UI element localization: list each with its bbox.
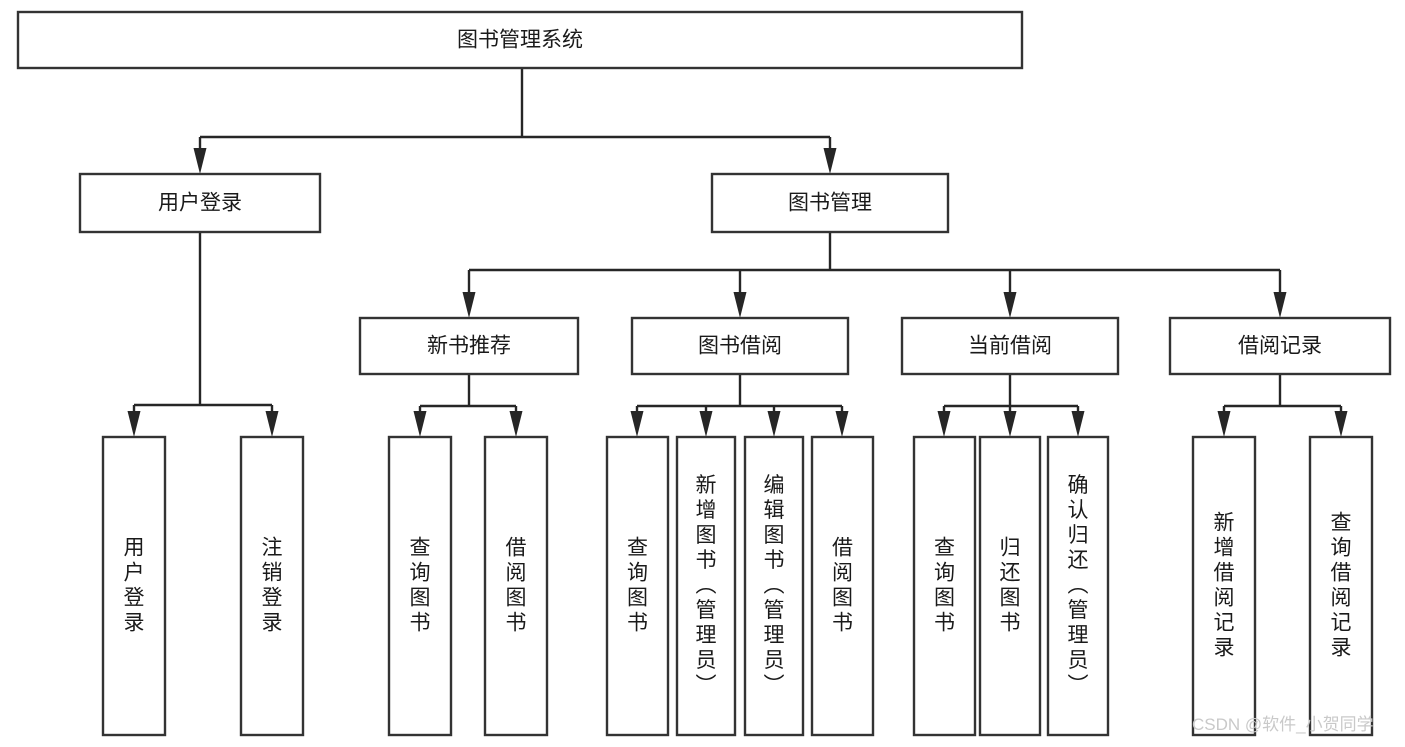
node-label: 当前借阅 [968,335,1052,358]
node-new-book-recommend[interactable]: 新书推荐 [358,316,580,376]
connector-current-borrow-to-leaves [937,374,1085,437]
connector-new-book-recommend-to-leaves [413,374,523,437]
node-leaf-borrow-book[interactable]: 借阅图书 [810,435,875,737]
node-leaf-edit-book-admin[interactable]: 编辑图书︵管理员︶ [743,435,805,737]
connector-borrow-records-to-leaves [1217,374,1348,437]
node-borrow-records[interactable]: 借阅记录 [1168,316,1392,376]
node-leaf-borrow-book-recommend[interactable]: 借阅图书 [483,435,549,737]
node-leaf-query-book-recommend[interactable]: 查询图书 [387,435,453,737]
csdn-watermark: CSDN @软件_小贺同学 [1192,715,1374,734]
node-book-management[interactable]: 图书管理 [710,172,950,234]
node-label: 新增图书︵管理员︶ [696,474,717,697]
node-label: 用户登录 [158,192,242,215]
connector-root-to-level2 [193,68,837,174]
connector-book-management-to-level3 [462,232,1287,318]
node-leaf-return-book[interactable]: 归还图书 [978,435,1042,737]
node-label: 编辑图书︵管理员︶ [764,474,785,697]
node-label: 借阅记录 [1238,335,1322,358]
node-label: 注销登录 [262,537,283,635]
node-label: 确认归还︵管理员︶ [1068,474,1089,697]
node-label: 查询图书 [410,537,431,635]
node-leaf-add-borrow-record[interactable]: 新增借阅记录 [1191,435,1257,737]
node-leaf-query-book-current[interactable]: 查询图书 [912,435,977,737]
node-label: 借阅图书 [506,537,527,635]
node-label: 查询图书 [627,537,648,635]
node-label: 图书管理 [788,192,872,215]
node-leaf-add-book-admin[interactable]: 新增图书︵管理员︶ [675,435,737,737]
connectors-layer [127,68,1348,437]
node-leaf-confirm-return-admin[interactable]: 确认归还︵管理员︶ [1046,435,1110,737]
node-book-borrow[interactable]: 图书借阅 [630,316,850,376]
node-label: 新书推荐 [427,335,511,358]
node-leaf-user-login[interactable]: 用户登录 [101,435,167,737]
node-label: 用户登录 [124,537,145,635]
nodes-layer: 图书管理系统用户登录图书管理新书推荐图书借阅当前借阅借阅记录用户登录注销登录查询… [16,10,1392,737]
node-label: 借阅图书 [832,537,853,635]
node-label: 图书管理系统 [457,29,583,52]
node-label: 查询借阅记录 [1331,512,1352,660]
connector-user-login-to-leaves [127,232,279,437]
node-root[interactable]: 图书管理系统 [16,10,1024,70]
node-current-borrow[interactable]: 当前借阅 [900,316,1120,376]
node-leaf-logout[interactable]: 注销登录 [239,435,305,737]
connector-book-borrow-to-leaves [630,374,849,437]
node-user-login[interactable]: 用户登录 [78,172,322,234]
node-leaf-query-borrow-record[interactable]: 查询借阅记录 [1308,435,1374,737]
node-label: 新增借阅记录 [1214,512,1235,660]
node-leaf-query-book-borrow[interactable]: 查询图书 [605,435,670,737]
node-label: 查询图书 [934,537,955,635]
node-label: 图书借阅 [698,335,782,358]
node-label: 归还图书 [1000,537,1021,635]
